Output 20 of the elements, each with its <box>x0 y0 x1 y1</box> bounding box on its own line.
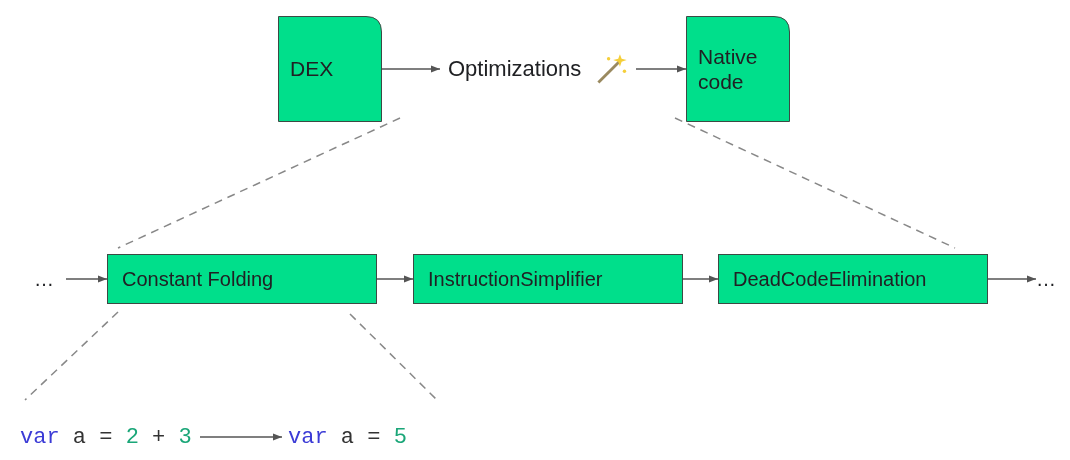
arrow <box>65 275 108 283</box>
arrow <box>635 65 687 73</box>
process-box <box>718 254 988 304</box>
arrow <box>987 275 1037 283</box>
arrow <box>199 433 283 441</box>
code-snippet: var a = 5 <box>288 424 407 450</box>
node-label: InstructionSimplifier <box>428 267 603 291</box>
node-label: … <box>1036 267 1056 291</box>
node-label: DEX <box>289 56 335 82</box>
node-label: Constant Folding <box>122 267 274 291</box>
node-label: Optimizations <box>448 55 582 83</box>
code-snippet: var a = 2 + 3 <box>20 424 192 450</box>
arrow <box>376 275 414 283</box>
process-box <box>413 254 683 304</box>
arrow <box>381 65 441 73</box>
arrow <box>682 275 719 283</box>
node-label: … <box>34 267 54 291</box>
node-label: DeadCodeElimination <box>733 267 927 291</box>
node-label: Native code <box>697 43 759 95</box>
process-box <box>107 254 377 304</box>
